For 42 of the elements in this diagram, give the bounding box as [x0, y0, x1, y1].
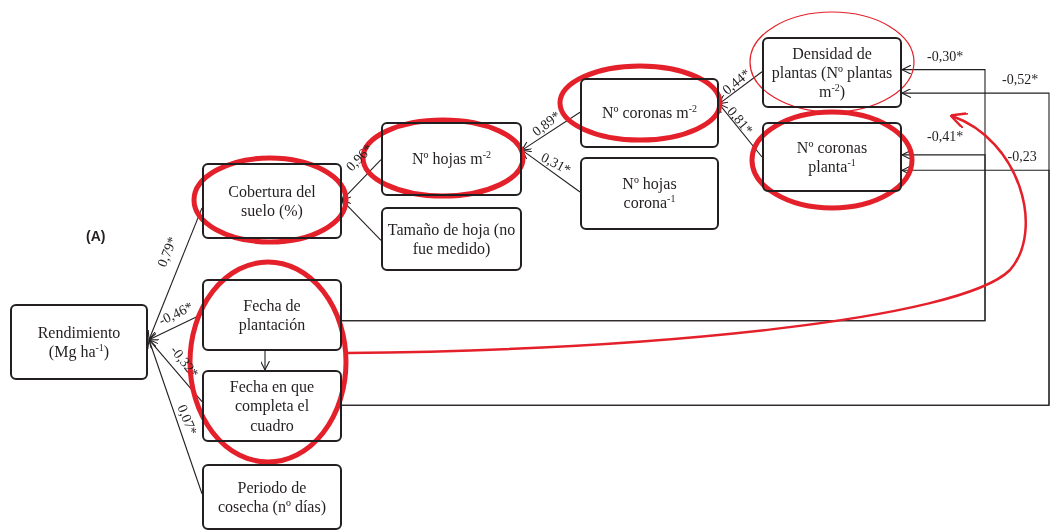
arrow [341, 199, 382, 241]
edge-label: -0,23 [1007, 149, 1037, 165]
variable-box [762, 122, 902, 192]
panel-label: (A) [86, 228, 106, 244]
edge-label: 0,07* [173, 402, 201, 438]
node-text: Fecha de plantación [237, 295, 307, 335]
variable-box [202, 370, 342, 442]
arrow [148, 339, 203, 403]
edge-label: -0,41* [927, 129, 964, 145]
node-text: Nº hojas corona$^{-1}$ [621, 174, 678, 213]
node-text: Nº hojas m$^{-2}$ [410, 149, 493, 169]
edge-label: 0,31* [538, 149, 574, 179]
arrow [341, 159, 382, 201]
arrow [521, 149, 581, 193]
arrow [147, 339, 203, 495]
arrow [259, 350, 271, 371]
arrow [341, 165, 1050, 406]
arrow [341, 149, 986, 322]
variable-box [762, 37, 902, 108]
variable-box [202, 163, 342, 239]
node-text: Fecha en que completa el cuadro [228, 377, 316, 435]
edge-label: -0,30* [927, 49, 964, 65]
variable-box [381, 207, 522, 271]
arrow [147, 207, 203, 341]
variable-box [202, 464, 342, 530]
variable-box [580, 78, 719, 148]
node-text: Densidad de plantas (Nº plantas m$^{-2}$) [770, 43, 894, 102]
node-text: Rendimiento (Mg ha$^{-1}$) [36, 322, 122, 362]
arrow [521, 111, 581, 151]
arrow [718, 103, 763, 158]
edge-label: 0,79* [154, 234, 182, 270]
variable-box [580, 157, 719, 230]
node-text: Cobertura del suelo (%) [227, 181, 317, 221]
edge-label: -0,52* [1002, 72, 1039, 88]
node-text: Nº coronas planta$^{-1}$ [795, 137, 869, 177]
node-text: Nº coronas m$^{-2}$ [600, 103, 699, 123]
variable-box [10, 304, 148, 380]
variable-box [202, 279, 342, 351]
edge-label: -0,46* [156, 298, 196, 330]
node-text: Periodo de cosecha (nº días) [217, 477, 327, 517]
node-text: Tamaño de hoja (no fue medido) [386, 219, 517, 259]
variable-box [381, 122, 522, 196]
